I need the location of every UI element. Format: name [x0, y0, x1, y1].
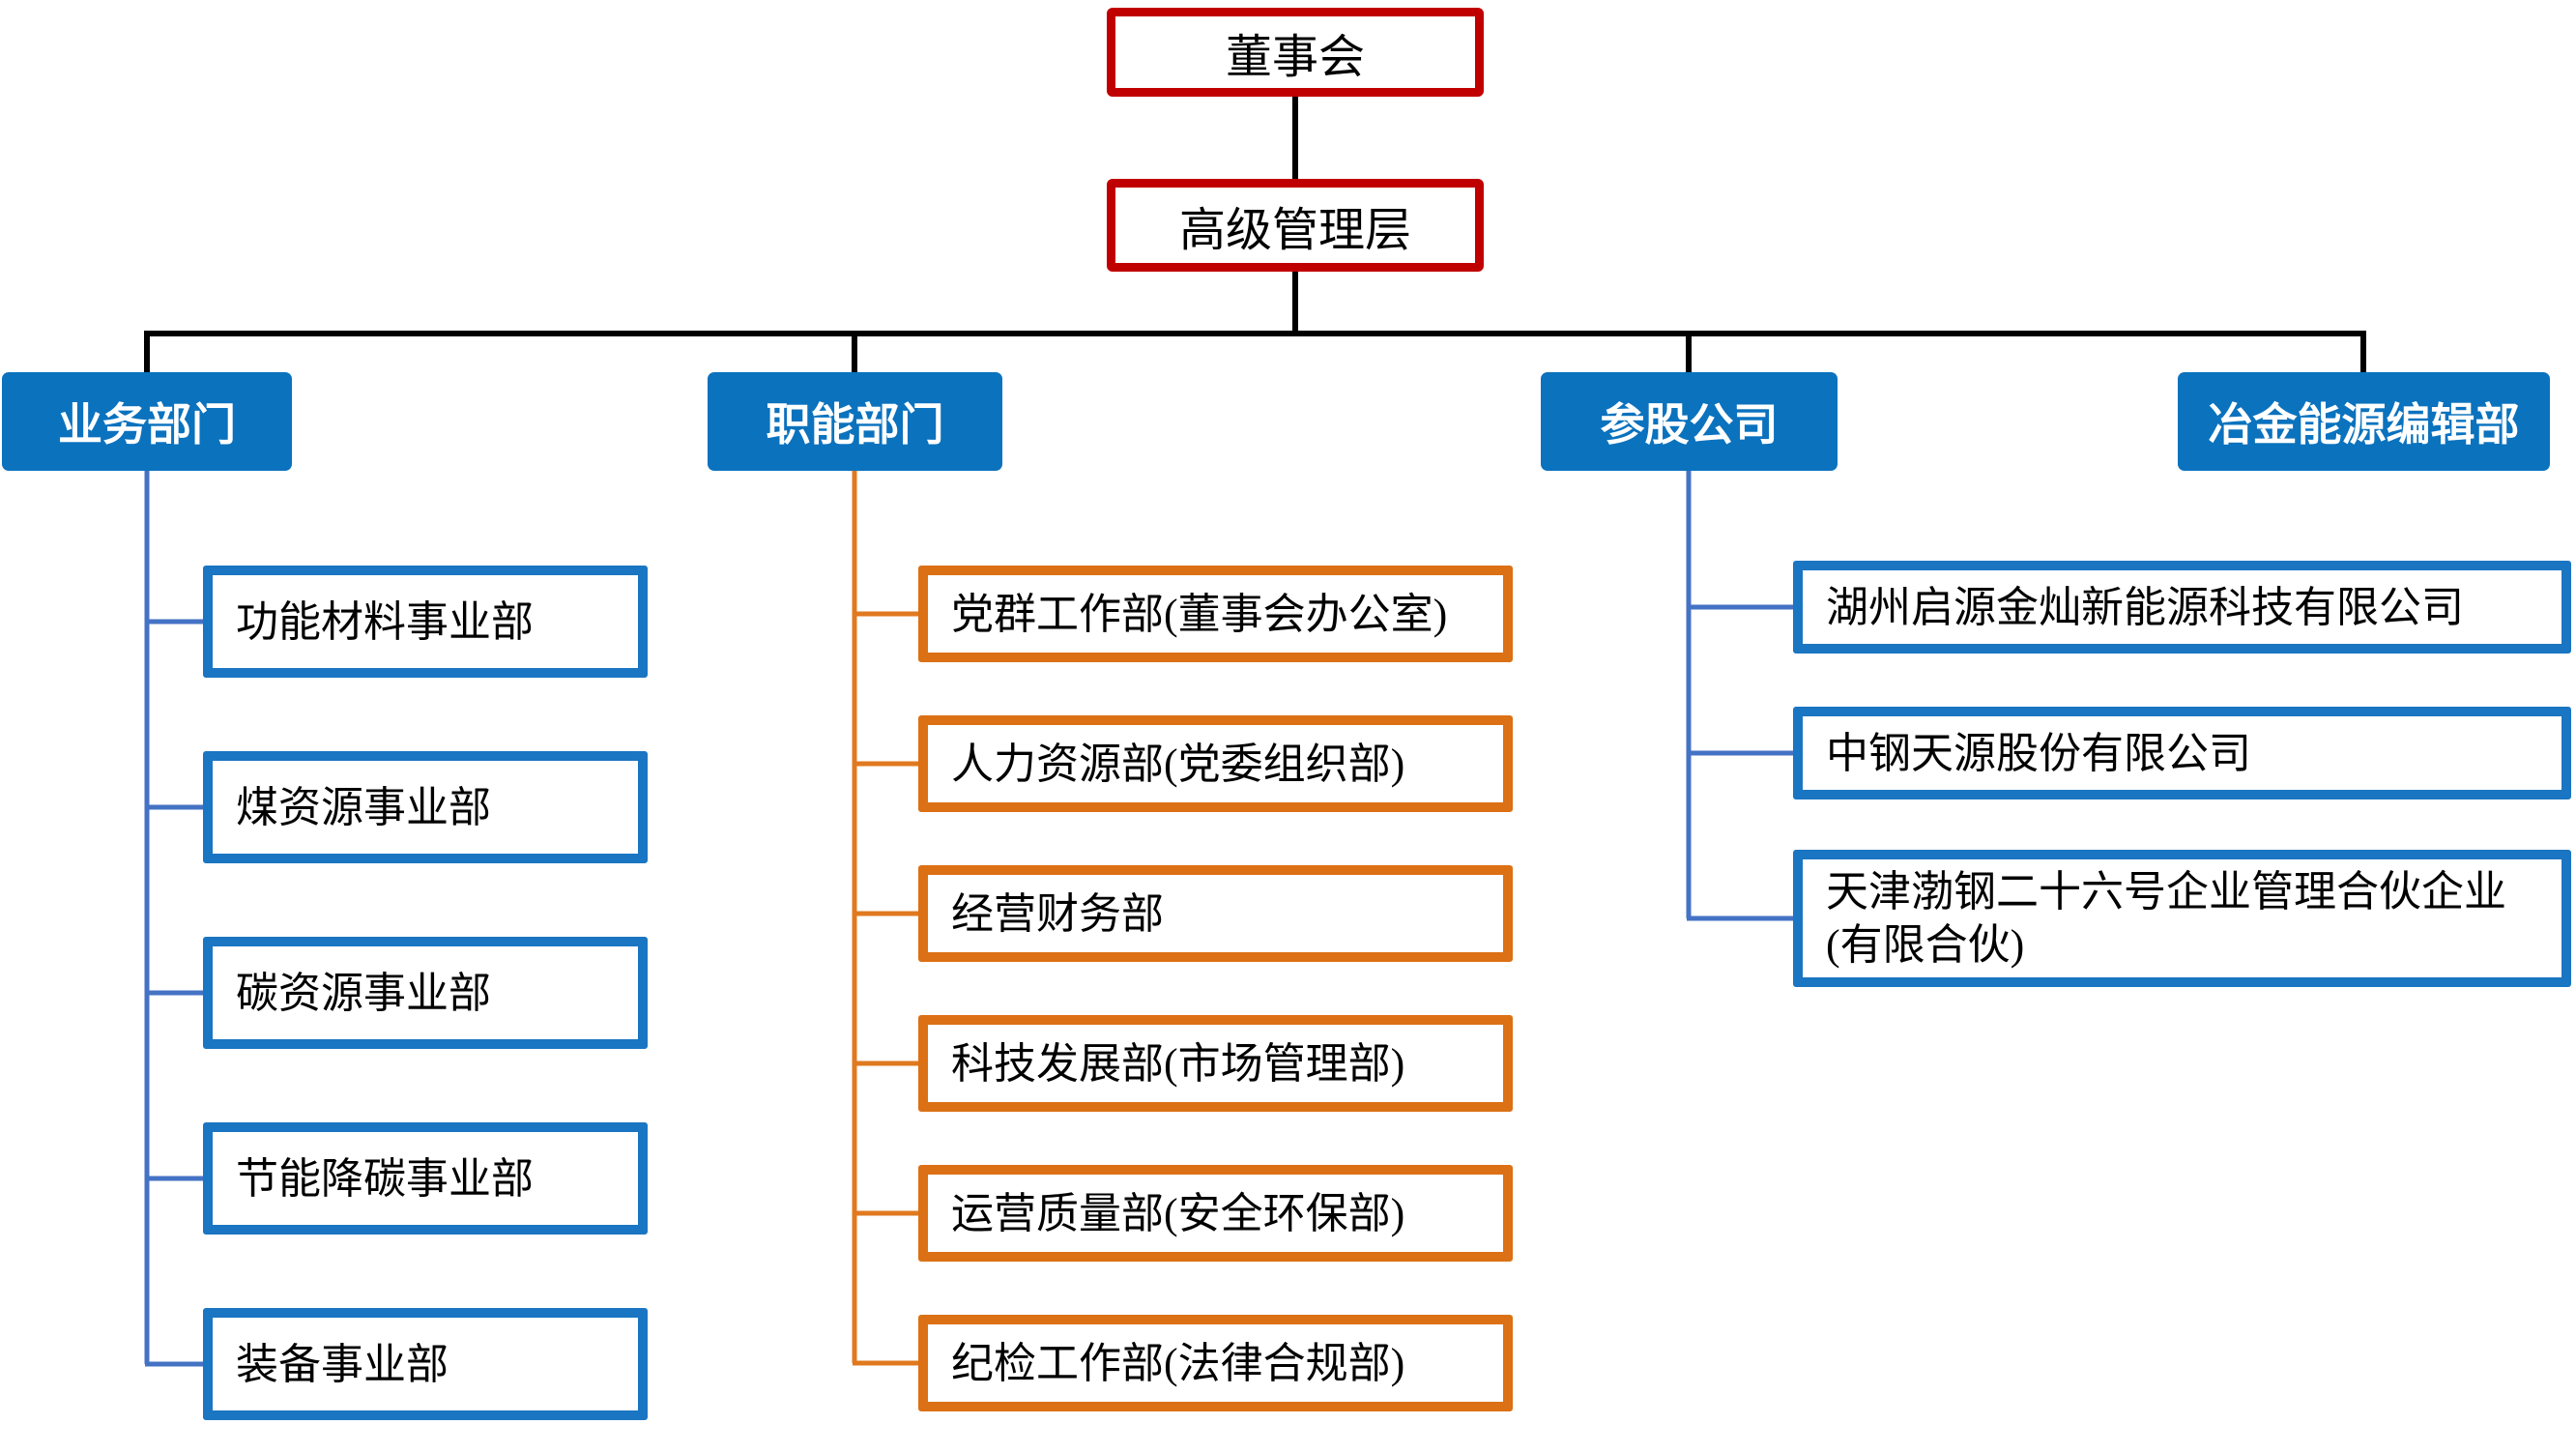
wire-group-business-branch: [144, 471, 209, 1367]
child-coal-resources-division: 煤资源事业部: [203, 751, 648, 863]
child-equipment-division: 装备事业部: [203, 1308, 648, 1420]
branch-header-metallurgy-energy-editorial: 冶金能源编辑部: [2178, 372, 2550, 471]
wire-group-functional-branch: [852, 471, 924, 1366]
child-functional-materials-division: 功能材料事业部: [203, 566, 648, 678]
branch-header-functional-departments: 职能部门: [708, 372, 1002, 471]
branch-header-shareholding-companies: 参股公司: [1541, 372, 1838, 471]
child-discipline-inspection-dept: 纪检工作部(法律合规部): [918, 1315, 1513, 1411]
child-tianjin-bogang-partnership: 天津渤钢二十六号企业管理合伙企业 (有限合伙): [1793, 850, 2571, 987]
branch-header-business-departments: 业务部门: [2, 372, 292, 471]
child-carbon-resources-division: 碳资源事业部: [203, 937, 648, 1049]
child-operations-quality-dept: 运营质量部(安全环保部): [918, 1165, 1513, 1262]
child-huzhou-qiyuan-jincan-new-energy: 湖州启源金灿新能源科技有限公司: [1793, 561, 2571, 654]
wire-group-black-tree: [144, 97, 2366, 372]
child-party-mass-work-dept: 党群工作部(董事会办公室): [918, 566, 1513, 662]
child-sinosteel-tianyuan: 中钢天源股份有限公司: [1793, 707, 2571, 799]
box-board-of-directors: 董事会: [1107, 8, 1484, 97]
child-tech-development-dept: 科技发展部(市场管理部): [918, 1015, 1513, 1112]
wire-group-holdings-branch: [1686, 471, 1799, 921]
child-operating-finance-dept: 经营财务部: [918, 865, 1513, 962]
child-energy-saving-carbon-reduction-division: 节能降碳事业部: [203, 1122, 648, 1235]
child-human-resources-dept: 人力资源部(党委组织部): [918, 715, 1513, 812]
box-senior-management: 高级管理层: [1107, 179, 1484, 272]
